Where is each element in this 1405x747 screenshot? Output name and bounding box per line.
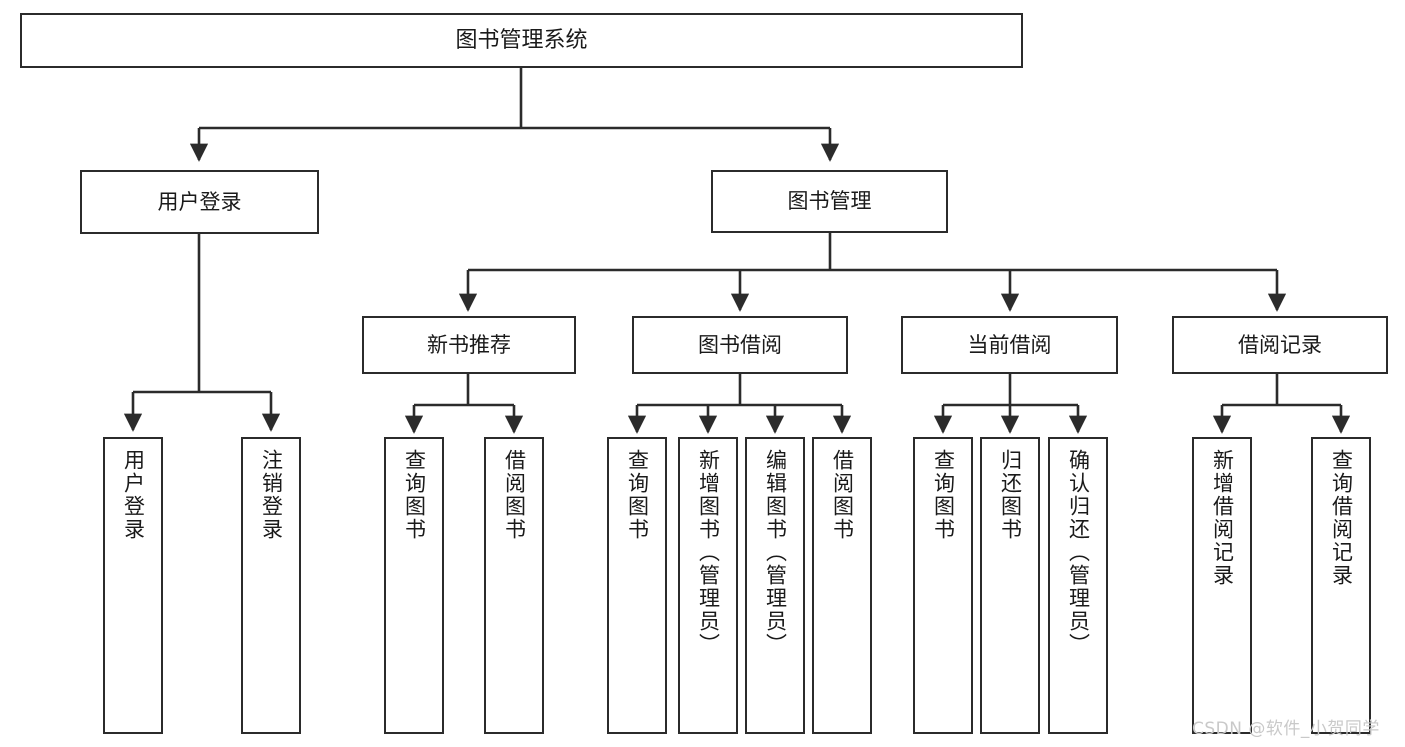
leaf-borrow-edit-book-admin[interactable]: 编辑图书（管理员） <box>745 437 805 734</box>
leaf-borrow-borrow-book[interactable]: 借阅图书 <box>812 437 872 734</box>
leaf-user-login-logout[interactable]: 注销登录 <box>241 437 301 734</box>
node-label: 确认归还（管理员） <box>1066 449 1091 656</box>
node-label: 借阅记录 <box>1238 332 1322 357</box>
leaf-current-confirm-return-admin[interactable]: 确认归还（管理员） <box>1048 437 1108 734</box>
node-label: 图书管理 <box>787 189 872 214</box>
node-label: 新书推荐 <box>427 332 511 357</box>
node-label: 查询图书 <box>625 449 650 541</box>
leaf-current-return-book[interactable]: 归还图书 <box>980 437 1040 734</box>
node-book-borrow[interactable]: 图书借阅 <box>632 316 848 374</box>
leaf-record-query-record[interactable]: 查询借阅记录 <box>1311 437 1371 734</box>
node-system-root[interactable]: 图书管理系统 <box>20 13 1023 68</box>
node-label: 编辑图书（管理员） <box>763 449 788 656</box>
leaf-current-query-book[interactable]: 查询图书 <box>913 437 973 734</box>
node-current-borrow[interactable]: 当前借阅 <box>901 316 1118 374</box>
leaf-borrow-query-book[interactable]: 查询图书 <box>607 437 667 734</box>
node-label: 查询图书 <box>931 449 956 541</box>
node-book-management[interactable]: 图书管理 <box>711 170 948 233</box>
leaf-recommend-borrow-book[interactable]: 借阅图书 <box>484 437 544 734</box>
node-label: 图书管理系统 <box>455 27 588 53</box>
node-label: 注销登录 <box>259 449 284 541</box>
node-user-login[interactable]: 用户登录 <box>80 170 319 234</box>
node-label: 借阅图书 <box>830 449 855 541</box>
node-label: 借阅图书 <box>502 449 527 541</box>
leaf-record-add-record[interactable]: 新增借阅记录 <box>1192 437 1252 734</box>
node-label: 新增借阅记录 <box>1210 449 1235 587</box>
leaf-recommend-query-book[interactable]: 查询图书 <box>384 437 444 734</box>
node-label: 查询图书 <box>402 449 427 541</box>
node-label: 用户登录 <box>121 449 146 541</box>
node-label: 归还图书 <box>998 449 1023 541</box>
node-new-book-recommend[interactable]: 新书推荐 <box>362 316 576 374</box>
leaf-user-login-login[interactable]: 用户登录 <box>103 437 163 734</box>
node-label: 图书借阅 <box>698 332 782 357</box>
csdn-watermark: CSDN @软件_小贺同学 <box>1192 719 1380 739</box>
node-label: 查询借阅记录 <box>1329 449 1354 587</box>
node-label: 用户登录 <box>157 189 242 214</box>
node-label: 当前借阅 <box>967 332 1052 357</box>
leaf-borrow-add-book-admin[interactable]: 新增图书（管理员） <box>678 437 738 734</box>
node-borrow-record[interactable]: 借阅记录 <box>1172 316 1388 374</box>
node-label: 新增图书（管理员） <box>696 449 721 656</box>
